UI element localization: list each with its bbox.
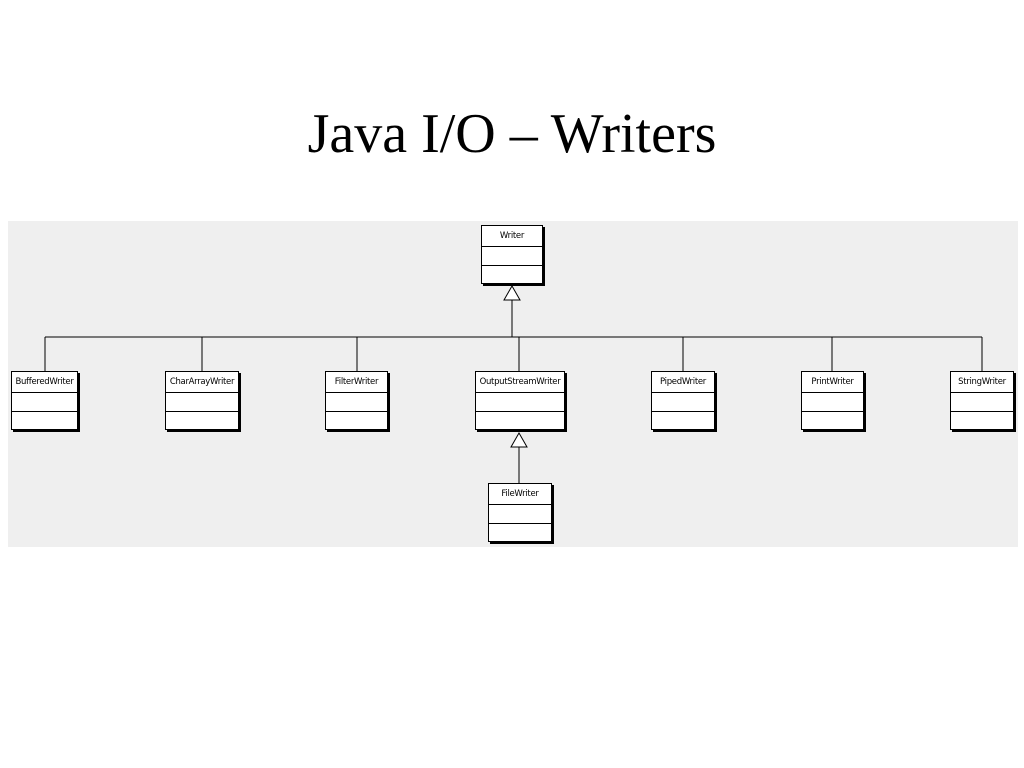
class-char-array-writer[interactable]: CharArrayWriter xyxy=(165,371,239,430)
class-attributes-compartment xyxy=(951,393,1013,412)
generalization-arrowhead-writer xyxy=(503,284,521,301)
class-string-writer[interactable]: StringWriter xyxy=(950,371,1014,430)
class-operations-compartment xyxy=(326,412,387,430)
class-name-string-writer: StringWriter xyxy=(951,372,1013,393)
class-name-output-stream-writer: OutputStreamWriter xyxy=(476,372,564,393)
inheritance-connectors xyxy=(44,284,983,483)
class-operations-compartment xyxy=(802,412,863,430)
class-buffered-writer[interactable]: BufferedWriter xyxy=(11,371,78,430)
class-operations-compartment xyxy=(12,412,77,430)
class-writer[interactable]: Writer xyxy=(481,225,543,284)
class-attributes-compartment xyxy=(652,393,714,412)
class-operations-compartment xyxy=(482,266,542,284)
class-print-writer[interactable]: PrintWriter xyxy=(801,371,864,430)
class-attributes-compartment xyxy=(326,393,387,412)
class-name-writer: Writer xyxy=(482,226,542,247)
class-filter-writer[interactable]: FilterWriter xyxy=(325,371,388,430)
class-name-piped-writer: PipedWriter xyxy=(652,372,714,393)
class-attributes-compartment xyxy=(12,393,77,412)
class-operations-compartment xyxy=(489,524,551,542)
class-output-stream-writer[interactable]: OutputStreamWriter xyxy=(475,371,565,430)
class-file-writer[interactable]: FileWriter xyxy=(488,483,552,542)
uml-class-diagram: Writer BufferedWriter CharArrayWriter Fi… xyxy=(8,221,1018,547)
class-attributes-compartment xyxy=(476,393,564,412)
class-attributes-compartment xyxy=(489,505,551,524)
class-name-print-writer: PrintWriter xyxy=(802,372,863,393)
class-name-filter-writer: FilterWriter xyxy=(326,372,387,393)
class-operations-compartment xyxy=(951,412,1013,430)
class-operations-compartment xyxy=(476,412,564,430)
class-name-char-array-writer: CharArrayWriter xyxy=(166,372,238,393)
class-attributes-compartment xyxy=(482,247,542,266)
class-name-buffered-writer: BufferedWriter xyxy=(12,372,77,393)
class-attributes-compartment xyxy=(802,393,863,412)
class-operations-compartment xyxy=(652,412,714,430)
generalization-arrowhead-output-stream-writer xyxy=(510,431,528,448)
class-attributes-compartment xyxy=(166,393,238,412)
class-operations-compartment xyxy=(166,412,238,430)
class-name-file-writer: FileWriter xyxy=(489,484,551,505)
slide-title: Java I/O – Writers xyxy=(307,103,717,165)
class-piped-writer[interactable]: PipedWriter xyxy=(651,371,715,430)
